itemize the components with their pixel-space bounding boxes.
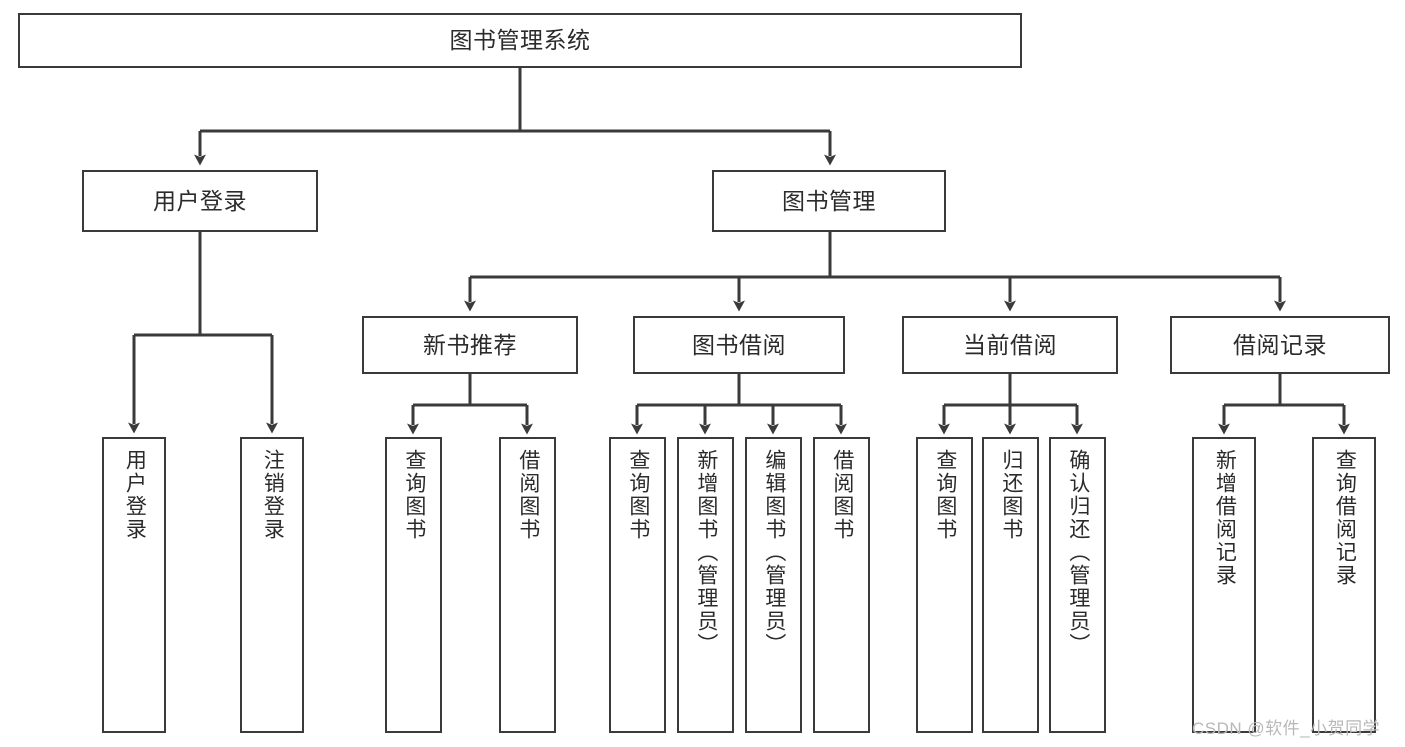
leaf-logout[interactable]: 注销登录 bbox=[240, 437, 304, 733]
leaf-borrow-book-2[interactable]: 借阅图书 bbox=[813, 437, 870, 733]
node-current-borrow-label: 当前借阅 bbox=[963, 331, 1057, 358]
leaf-logout-label: 注销登录 bbox=[261, 449, 285, 541]
node-root[interactable]: 图书管理系统 bbox=[18, 13, 1022, 68]
leaf-query-book-3[interactable]: 查询图书 bbox=[916, 437, 973, 733]
node-borrow-record[interactable]: 借阅记录 bbox=[1170, 316, 1390, 374]
leaf-query-book-1-label: 查询图书 bbox=[402, 449, 426, 541]
leaf-add-book-label: 新增图书（管理员） bbox=[694, 449, 718, 656]
watermark: CSDN @软件_小贺同学 bbox=[1192, 719, 1381, 738]
node-current-borrow[interactable]: 当前借阅 bbox=[902, 316, 1118, 374]
leaf-borrow-book-1[interactable]: 借阅图书 bbox=[499, 437, 556, 733]
leaf-query-book-1[interactable]: 查询图书 bbox=[385, 437, 442, 733]
leaf-query-book-2[interactable]: 查询图书 bbox=[609, 437, 666, 733]
leaf-query-book-2-label: 查询图书 bbox=[626, 449, 650, 541]
node-new-book-rec-label: 新书推荐 bbox=[423, 331, 517, 358]
node-book-manage[interactable]: 图书管理 bbox=[712, 170, 946, 232]
leaf-confirm-return[interactable]: 确认归还（管理员） bbox=[1049, 437, 1106, 733]
leaf-return-book-label: 归还图书 bbox=[999, 449, 1023, 541]
leaf-add-record[interactable]: 新增借阅记录 bbox=[1192, 437, 1256, 733]
leaf-edit-book[interactable]: 编辑图书（管理员） bbox=[745, 437, 802, 733]
leaf-edit-book-label: 编辑图书（管理员） bbox=[762, 449, 786, 656]
node-user-login-label: 用户登录 bbox=[153, 187, 247, 214]
node-new-book-rec[interactable]: 新书推荐 bbox=[362, 316, 578, 374]
leaf-add-book[interactable]: 新增图书（管理员） bbox=[677, 437, 734, 733]
node-book-borrow-label: 图书借阅 bbox=[692, 331, 786, 358]
node-user-login[interactable]: 用户登录 bbox=[82, 170, 318, 232]
node-borrow-record-label: 借阅记录 bbox=[1233, 331, 1327, 358]
leaf-add-record-label: 新增借阅记录 bbox=[1213, 449, 1237, 587]
node-book-borrow[interactable]: 图书借阅 bbox=[633, 316, 845, 374]
leaf-confirm-return-label: 确认归还（管理员） bbox=[1066, 449, 1090, 656]
node-book-manage-label: 图书管理 bbox=[782, 187, 876, 214]
leaf-borrow-book-1-label: 借阅图书 bbox=[516, 449, 540, 541]
leaf-user-login[interactable]: 用户登录 bbox=[102, 437, 166, 733]
leaf-query-record[interactable]: 查询借阅记录 bbox=[1312, 437, 1376, 733]
leaf-user-login-label: 用户登录 bbox=[123, 449, 147, 541]
leaf-return-book[interactable]: 归还图书 bbox=[982, 437, 1039, 733]
leaf-query-record-label: 查询借阅记录 bbox=[1333, 449, 1357, 587]
leaf-query-book-3-label: 查询图书 bbox=[933, 449, 957, 541]
leaf-borrow-book-2-label: 借阅图书 bbox=[830, 449, 854, 541]
node-root-label: 图书管理系统 bbox=[449, 27, 591, 53]
